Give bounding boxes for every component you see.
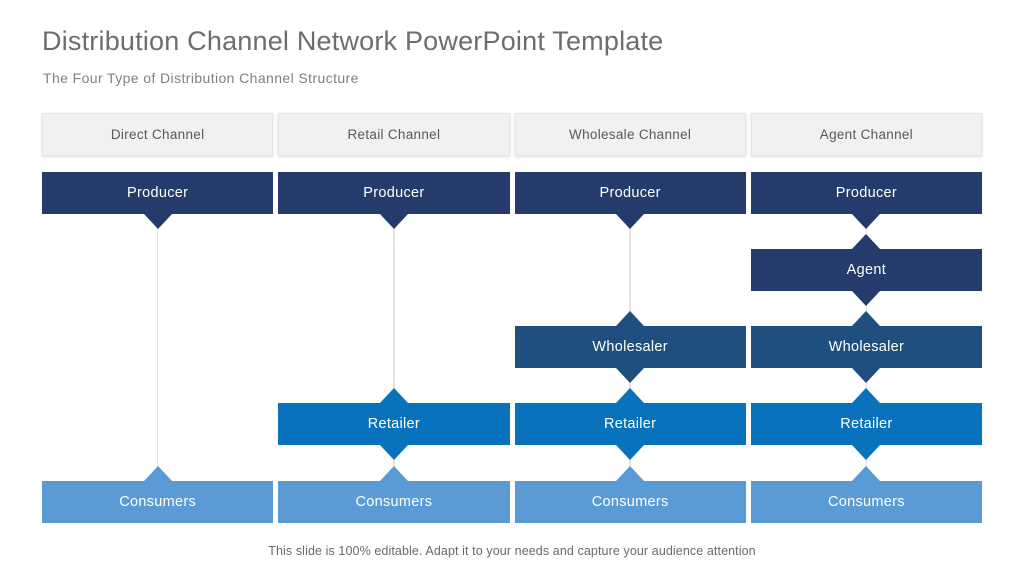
slide-subtitle: The Four Type of Distribution Channel St… [43,70,359,86]
arrow-up-icon [852,234,881,249]
column-header-direct-channel[interactable]: Direct Channel [42,113,274,156]
connector-line-wholesaler-to-retailer [865,368,868,403]
arrow-up-icon [616,311,645,326]
arrow-down-icon [852,445,881,460]
arrow-up-icon [616,466,645,481]
node-label: Retailer [603,416,657,432]
arrow-up-icon [143,466,172,481]
node-label: Retailer [840,416,893,432]
slide-title: Distribution Channel Network PowerPoint … [42,26,664,56]
connector-line-producer-to-consumers [156,214,159,481]
connector-line-producer-to-retailer [393,214,395,403]
column-header-label: Wholesale Channel [569,127,692,142]
column-header-agent-channel[interactable]: Agent Channel [750,113,982,156]
arrow-up-icon [379,466,408,481]
node-c3-retailer[interactable]: Retailer [514,388,746,460]
connector-line-wholesaler-to-retailer [629,368,631,403]
arrow-down-icon [616,214,645,229]
arrow-up-icon [852,466,881,481]
node-label: Wholesaler [828,339,905,355]
arrow-up-icon [379,388,408,403]
arrow-up-icon [852,388,881,403]
arrow-down-icon [379,214,408,229]
arrow-down-icon [616,445,645,460]
arrow-down-icon [852,368,881,383]
node-label: Producer [835,185,897,201]
column-header-wholesale-channel[interactable]: Wholesale Channel [514,113,746,156]
node-c4-wholesaler[interactable]: Wholesaler [750,311,982,383]
column-header-label: Retail Channel [347,127,441,142]
node-c1-consumers[interactable]: Consumers [42,466,274,523]
node-label: Producer [599,185,661,201]
arrow-down-icon [852,291,881,306]
node-label: Consumers [827,494,905,510]
node-label: Consumers [119,494,197,510]
node-label: Consumers [591,494,669,510]
node-c3-wholesaler[interactable]: Wholesaler [514,311,746,383]
node-label: Consumers [355,494,433,510]
node-c2-retailer[interactable]: Retailer [278,388,510,460]
arrow-down-icon [852,214,881,229]
node-c3-consumers[interactable]: Consumers [514,466,746,523]
arrow-down-icon [616,368,645,383]
node-c4-producer[interactable]: Producer [750,172,982,229]
arrow-up-icon [852,311,881,326]
node-label: Retailer [367,416,421,432]
node-c4-consumers[interactable]: Consumers [750,466,982,523]
column-header-label: Agent Channel [819,127,913,142]
connector-line-retailer-to-consumers [393,445,395,481]
node-label: Producer [127,185,189,201]
node-c3-producer[interactable]: Producer [514,172,746,229]
connector-line-retailer-to-consumers [629,445,631,481]
column-header-retail-channel[interactable]: Retail Channel [278,113,510,156]
connector-line-retailer-to-consumers [865,445,868,481]
node-c2-consumers[interactable]: Consumers [278,466,510,523]
node-c1-producer[interactable]: Producer [42,172,274,229]
node-c4-agent[interactable]: Agent [750,234,982,306]
connector-line-agent-to-wholesaler [865,291,868,326]
node-c4-retailer[interactable]: Retailer [750,388,982,460]
node-label: Producer [363,185,425,201]
node-label: Wholesaler [592,339,668,355]
arrow-down-icon [143,214,172,229]
connector-line-producer-to-agent [865,214,868,249]
arrow-up-icon [616,388,645,403]
node-label: Agent [846,262,887,278]
column-header-label: Direct Channel [110,127,205,142]
connector-line-producer-to-wholesaler [629,214,631,326]
arrow-down-icon [379,445,408,460]
node-c2-producer[interactable]: Producer [278,172,510,229]
footer-note: This slide is 100% editable. Adapt it to… [268,544,756,558]
